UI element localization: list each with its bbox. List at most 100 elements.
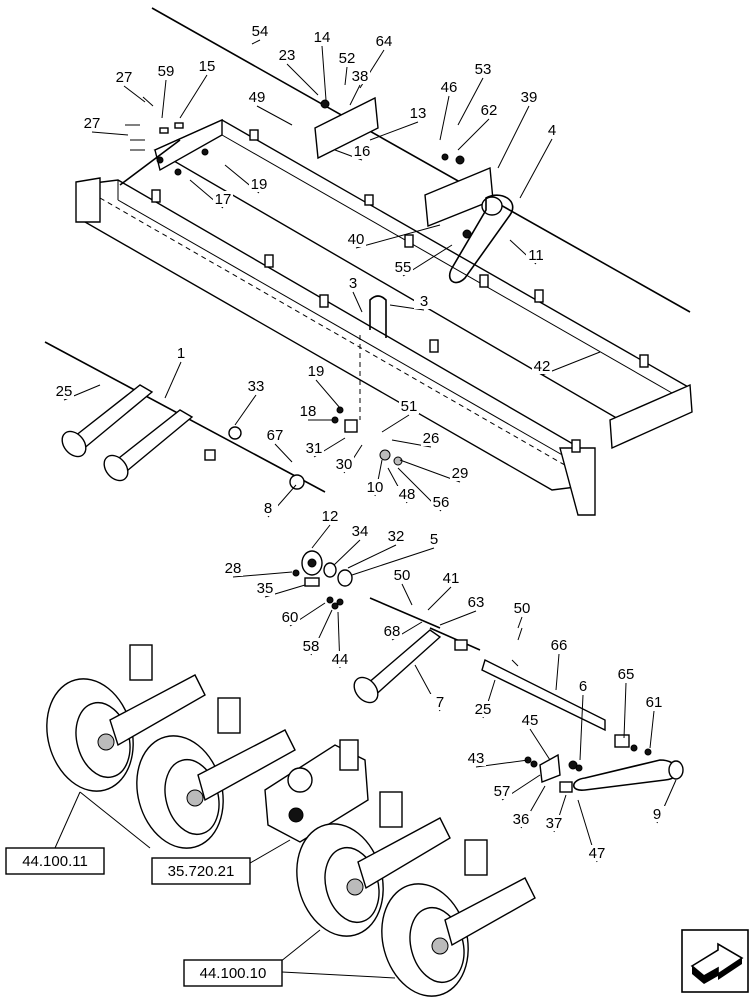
callout-leader (389, 304, 425, 311)
callout-32: 32 (347, 528, 406, 569)
callout-number: 3 (349, 275, 357, 292)
callout-55: 55 (393, 244, 453, 277)
callout-leader (519, 138, 553, 199)
callout-33: 33 (234, 378, 266, 426)
callout-number: 57 (494, 783, 511, 800)
callout-leader (579, 694, 584, 761)
callout-leader (401, 583, 413, 606)
rockshaft-assembly (44, 341, 403, 493)
callout-number: 46 (441, 79, 458, 96)
callout-background (337, 50, 357, 66)
callout-number: 60 (282, 609, 299, 626)
callout-number: 23 (279, 47, 296, 64)
callout-number: 27 (84, 115, 101, 132)
callout-58: 58 (301, 609, 333, 656)
callout-background (258, 500, 278, 516)
drive-unit (264, 739, 369, 843)
forward-arrow-icon[interactable] (681, 929, 749, 993)
wheel-unit-1 (46, 644, 206, 792)
callout-64: 64 (359, 33, 394, 89)
callout-47: 47 (577, 799, 607, 863)
callout-4: 4 (519, 122, 562, 199)
callout-background (304, 440, 324, 456)
callout-number: 29 (452, 465, 469, 482)
callout-background (320, 508, 340, 524)
callout-8: 8 (258, 484, 297, 518)
callout-background (549, 637, 569, 653)
callout-number: 17 (215, 191, 232, 208)
callout-number: 59 (158, 63, 175, 80)
callout-number: 25 (56, 383, 73, 400)
callout-background (616, 666, 636, 682)
callout-leader (355, 224, 441, 249)
callout-39: 39 (497, 89, 539, 169)
callout-leader (352, 291, 363, 313)
ref-label-35-720-21: 35.720.21 (168, 863, 235, 880)
callout-background (352, 143, 372, 159)
callout-number: 39 (521, 89, 538, 106)
callout-background (393, 259, 413, 275)
callout-background (431, 494, 451, 510)
callout-number: 65 (618, 666, 635, 683)
callout-number: 55 (395, 259, 412, 276)
callout-number: 7 (436, 694, 444, 711)
callout-number: 45 (522, 712, 539, 729)
callout-number: 37 (546, 815, 563, 832)
callout-leader (457, 118, 490, 151)
callout-19: 19 (224, 164, 269, 194)
callout-number: 10 (367, 479, 384, 496)
callout-59: 59 (156, 63, 176, 119)
callout-10: 10 (365, 459, 385, 497)
callout-number: 25 (475, 701, 492, 718)
callout-number: 36 (513, 811, 530, 828)
ref-box-35-720-21[interactable]: 35.720.21 (151, 857, 251, 885)
callout-background (424, 531, 444, 547)
callout-leader (274, 443, 293, 463)
callout-31: 31 (304, 437, 346, 458)
callout-11: 11 (509, 239, 546, 265)
callout-number: 16 (354, 143, 371, 160)
callout-15: 15 (179, 58, 217, 119)
callout-leader (321, 45, 327, 101)
callout-57: 57 (492, 774, 541, 801)
callout-background (520, 712, 540, 728)
callout-number: 50 (394, 567, 411, 584)
callout-67: 67 (265, 427, 293, 463)
callout-48: 48 (387, 467, 417, 504)
callout-45: 45 (520, 712, 551, 761)
callout-43: 43 (466, 750, 529, 768)
callout-background (301, 638, 321, 654)
callout-leader (457, 77, 484, 126)
callout-background (306, 363, 326, 379)
callout-number: 26 (423, 430, 440, 447)
callout-leader (497, 105, 530, 169)
callout-leader (164, 361, 182, 399)
callout-42: 42 (532, 351, 601, 376)
callout-background (247, 89, 267, 105)
callout-leader (179, 74, 208, 119)
ref-box-44-100-11[interactable]: 44.100.11 (5, 847, 105, 875)
callout-number: 30 (336, 456, 353, 473)
callout-17: 17 (189, 179, 233, 209)
callout-background (350, 68, 370, 84)
callout-number: 18 (300, 403, 317, 420)
callout-number: 58 (303, 638, 320, 655)
callout-background (587, 845, 607, 861)
callout-14: 14 (312, 29, 332, 101)
callout-6: 6 (573, 678, 593, 761)
callout-leader (251, 39, 261, 45)
callout-background (249, 176, 269, 192)
callout-background (386, 528, 406, 544)
callout-background (492, 783, 512, 799)
callout-background (54, 383, 74, 399)
callout-number: 9 (653, 806, 661, 823)
callout-53: 53 (457, 61, 493, 126)
callout-background (573, 678, 593, 694)
callout-leader (517, 616, 523, 629)
callout-49: 49 (247, 89, 293, 126)
ref-box-44-100-10[interactable]: 44.100.10 (183, 959, 283, 987)
callout-number: 40 (348, 231, 365, 248)
callout-leader (351, 547, 435, 576)
callout-leader (256, 105, 293, 126)
